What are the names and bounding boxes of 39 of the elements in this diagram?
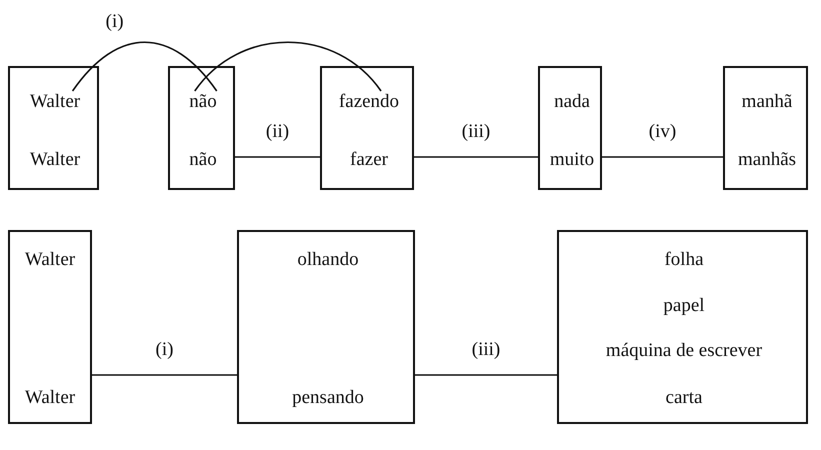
connector-line (602, 156, 723, 158)
edge-label: (iv) (646, 121, 678, 143)
connector-line (72, 42, 218, 92)
word-text: folha (664, 249, 704, 271)
word-text: manhã (742, 91, 792, 113)
word-text: manhãs (738, 149, 796, 171)
connector-line (92, 374, 237, 376)
word-text: Walter (24, 249, 76, 271)
word-text: Walter (24, 387, 76, 409)
word-text: Walter (30, 91, 80, 113)
word-text: papel (663, 295, 705, 317)
word-box (8, 66, 99, 190)
edge-label: (iii) (460, 121, 492, 143)
connector-line (414, 156, 538, 158)
word-text: olhando (297, 249, 359, 271)
word-text: fazer (350, 149, 388, 171)
edge-label: (i) (154, 339, 176, 361)
word-box (237, 230, 415, 424)
word-text: pensando (292, 387, 364, 409)
word-text: máquina de escrever (606, 340, 762, 362)
word-text: muito (550, 149, 594, 171)
edge-label: (iii) (470, 339, 502, 361)
word-box (538, 66, 602, 190)
word-box (8, 230, 92, 424)
edge-label: (i) (104, 11, 126, 33)
word-text: Walter (30, 149, 80, 171)
connector-line (415, 374, 557, 376)
word-box (723, 66, 808, 190)
word-text: não (189, 149, 217, 171)
word-box (168, 66, 235, 190)
connector-line (194, 42, 382, 92)
word-box (557, 230, 808, 424)
word-text: fazendo (338, 91, 400, 113)
word-text: não (189, 91, 217, 113)
word-box (320, 66, 414, 190)
word-text: carta (666, 387, 702, 409)
edge-label: (ii) (264, 121, 292, 143)
word-text: nada (554, 91, 590, 113)
connector-line (235, 156, 320, 158)
